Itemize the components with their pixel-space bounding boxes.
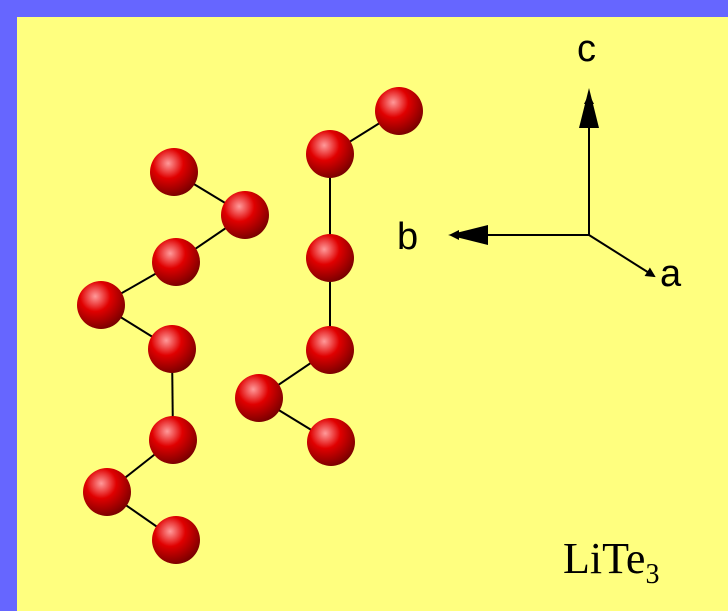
te-atom <box>306 326 354 374</box>
right-chain-atoms <box>235 87 423 466</box>
formula-subscript: 3 <box>645 559 660 590</box>
a-axis-label: a <box>660 253 682 295</box>
left-chain-atoms <box>77 148 269 564</box>
c-axis-label: c <box>577 28 596 70</box>
te-atom <box>83 468 131 516</box>
te-atom <box>375 87 423 135</box>
b-axis-label: b <box>397 216 418 258</box>
te-atom <box>306 130 354 178</box>
a-axis-arrow <box>588 234 656 278</box>
te-atom <box>152 516 200 564</box>
te-atom <box>149 416 197 464</box>
c-arrowhead <box>579 88 599 128</box>
te-atom <box>77 281 125 329</box>
b-arrowhead <box>448 225 488 245</box>
te-atom <box>152 238 200 286</box>
te-atom <box>221 191 269 239</box>
compound-formula: LiTe3 <box>563 537 659 589</box>
te-atom <box>148 325 196 373</box>
te-atom <box>150 148 198 196</box>
te-atom <box>235 374 283 422</box>
axes <box>449 94 656 278</box>
te-atom <box>307 418 355 466</box>
te-atom <box>306 234 354 282</box>
formula-base: LiTe <box>563 534 646 583</box>
